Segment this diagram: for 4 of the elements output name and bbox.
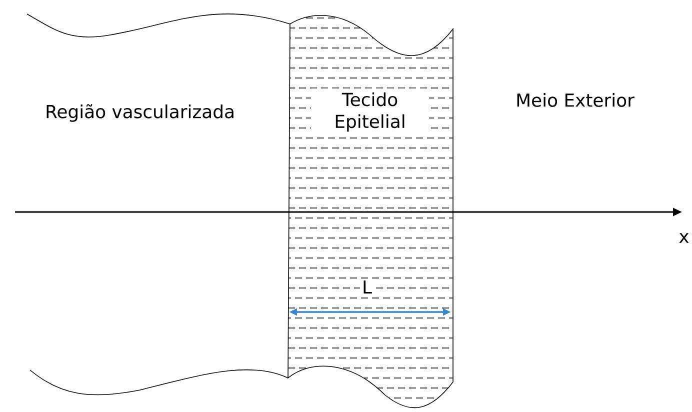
dimension-label: L bbox=[360, 278, 374, 296]
region-label: Região vascularizada bbox=[46, 104, 234, 122]
region-label: Meio Exterior bbox=[517, 93, 634, 107]
axis-label: x bbox=[679, 233, 689, 243]
